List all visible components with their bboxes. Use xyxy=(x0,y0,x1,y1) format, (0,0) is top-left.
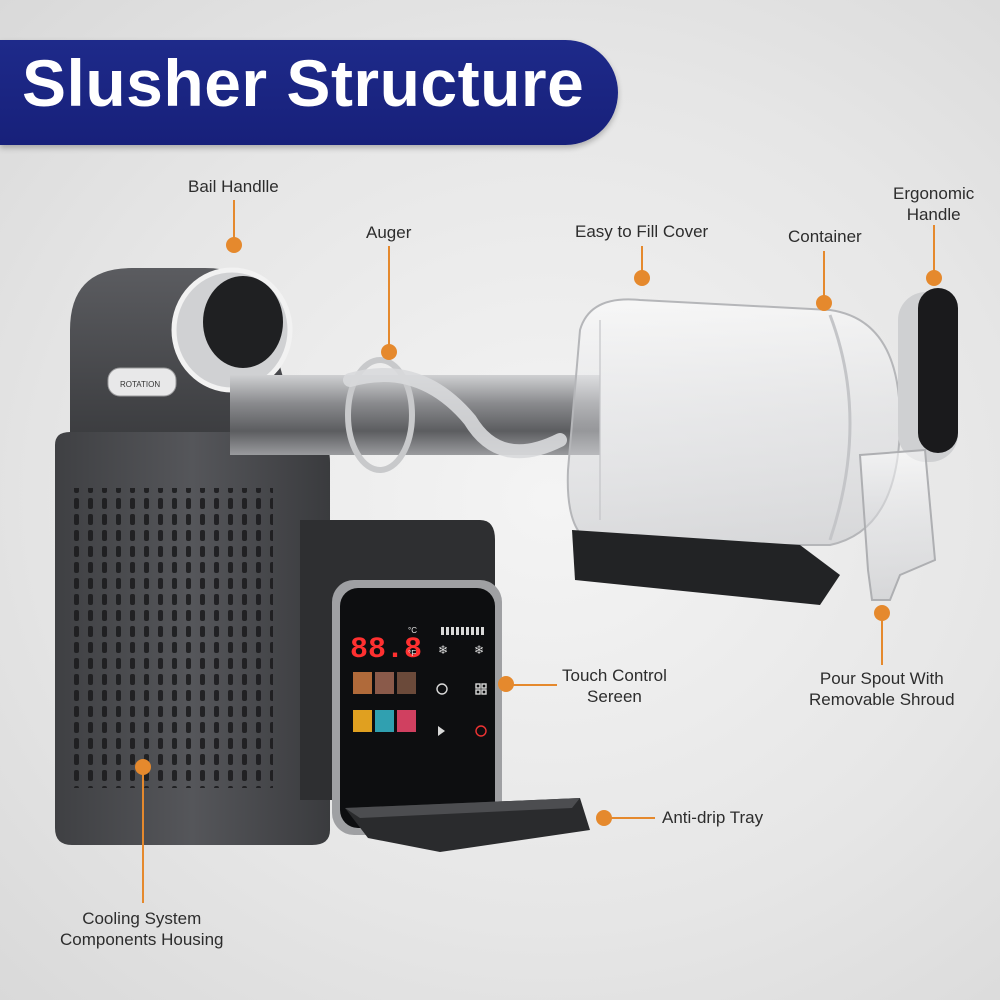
leader-pour-spout xyxy=(881,620,883,665)
control-panel xyxy=(340,588,495,828)
container-base xyxy=(572,530,840,605)
label-easy-fill-cover: Easy to Fill Cover xyxy=(575,222,709,241)
marker-easy-fill-cover xyxy=(634,270,650,286)
label-cooling-system: Cooling System Components Housing xyxy=(60,908,223,950)
label-touch-control-line1: Touch Control xyxy=(562,666,667,685)
page-title: Slusher Structure xyxy=(22,46,585,120)
label-anti-drip-tray: Anti-drip Tray xyxy=(662,808,764,827)
leader-ergonomic-handle xyxy=(933,225,935,271)
drink-tiles xyxy=(353,672,416,732)
label-cooling-system-line1: Cooling System xyxy=(82,909,202,928)
svg-text:°F: °F xyxy=(408,649,416,658)
label-cooling-system-line2: Components Housing xyxy=(60,930,224,949)
leader-bail-handle xyxy=(233,200,235,238)
marker-ergonomic-handle xyxy=(926,270,942,286)
vent-grille xyxy=(68,488,273,788)
marker-touch-control xyxy=(498,676,514,692)
label-ergonomic-handle: Ergonomic Handle xyxy=(893,183,974,225)
marker-container xyxy=(816,295,832,311)
leader-anti-drip-tray xyxy=(610,817,655,819)
label-ergonomic-handle-line1: Ergonomic xyxy=(893,184,975,203)
label-auger: Auger xyxy=(366,223,412,242)
label-container: Container xyxy=(788,227,862,246)
marker-cooling-system xyxy=(135,759,151,775)
display-digits: 88.8 xyxy=(350,633,422,667)
marker-auger xyxy=(381,344,397,360)
leader-touch-control xyxy=(512,684,557,686)
svg-text:❄: ❄ xyxy=(438,643,448,657)
leader-auger xyxy=(388,246,390,346)
title-banner xyxy=(0,40,618,145)
rotation-knob xyxy=(107,367,177,397)
label-pour-spout-line1: Pour Spout With xyxy=(819,669,944,688)
auger-spiral xyxy=(343,368,567,459)
svg-text:ROTATION: ROTATION xyxy=(120,380,160,389)
label-touch-control: Touch Control Sereen xyxy=(562,665,667,707)
label-pour-spout: Pour Spout With Removable Shroud xyxy=(809,668,955,710)
label-touch-control-line2: Sereen xyxy=(587,687,642,706)
pour-spout xyxy=(858,448,937,601)
svg-text:❄: ❄ xyxy=(474,643,484,657)
label-pour-spout-line2: Removable Shroud xyxy=(809,690,955,709)
label-ergonomic-handle-line2: Handle xyxy=(906,205,961,224)
leader-cooling-system xyxy=(142,773,144,903)
marker-anti-drip-tray xyxy=(596,810,612,826)
label-bail-handle: Bail Handlle xyxy=(188,177,279,196)
marker-pour-spout xyxy=(874,605,890,621)
leader-easy-fill-cover xyxy=(641,246,643,271)
level-bars xyxy=(441,627,484,635)
marker-bail-handle xyxy=(226,237,242,253)
leader-container xyxy=(823,251,825,297)
svg-text:°C: °C xyxy=(408,626,417,635)
panel-icons: ❄ ❄ xyxy=(436,643,487,737)
